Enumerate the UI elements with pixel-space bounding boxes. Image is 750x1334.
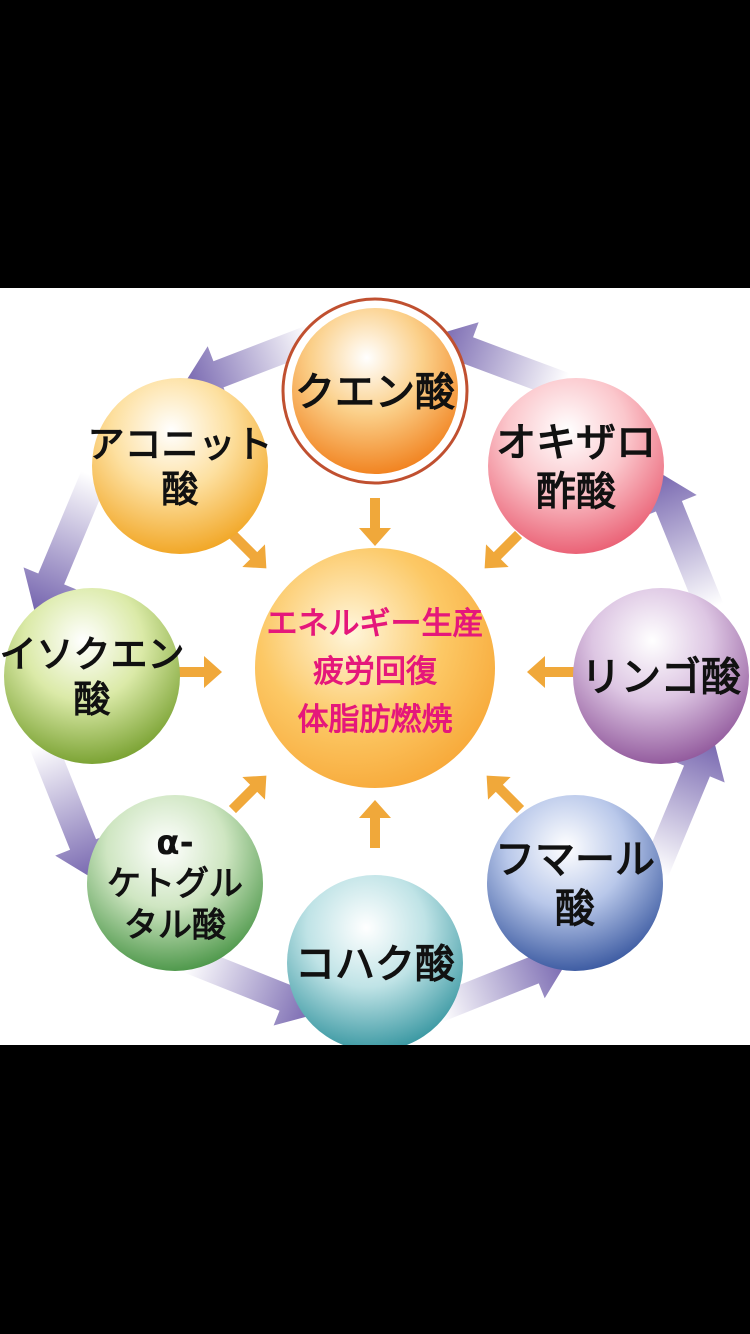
center-line-3: 体脂肪燃焼 — [298, 702, 453, 738]
inner-arrow — [228, 775, 267, 814]
node-citric: クエン酸 — [281, 297, 469, 485]
cycle-arrow — [430, 322, 570, 400]
node-circle — [292, 308, 458, 474]
node-circle — [287, 875, 463, 1045]
center-line-2: 疲労回復 — [313, 654, 438, 690]
node-label: α- — [156, 823, 193, 863]
node-label: ケトグル — [107, 864, 243, 904]
acid-nodes: クエン酸オキザロ酢酸リンゴ酸フマール酸コハク酸α-ケトグルタル酸イソクエン酸アコ… — [0, 297, 749, 1045]
node-label: 酸 — [555, 886, 596, 932]
node-label: 酸 — [74, 678, 112, 721]
cycle-arrow — [29, 738, 111, 882]
inner-arrow — [174, 656, 222, 688]
node-label: リンゴ酸 — [581, 654, 742, 700]
node-malic: リンゴ酸 — [573, 588, 749, 764]
center-line-1: エネルギー生産 — [267, 606, 484, 642]
inner-arrow — [484, 530, 523, 569]
inner-arrow — [359, 800, 391, 848]
inner-arrow — [527, 656, 575, 688]
node-label: フマール — [495, 837, 655, 883]
inner-arrow — [359, 498, 391, 546]
node-succinic: コハク酸 — [287, 875, 463, 1045]
node-circle — [92, 378, 268, 554]
node-circle — [4, 588, 180, 764]
diagram-panel: エネルギー生産 疲労回復 体脂肪燃焼 クエン酸オキザロ酢酸リンゴ酸フマール酸コハ… — [0, 288, 750, 1045]
node-circle — [87, 795, 263, 971]
node-label: イソクエン — [0, 633, 185, 676]
node-label: タル酸 — [124, 906, 227, 946]
cycle-arrow — [23, 470, 108, 616]
cycle-arrow — [432, 942, 571, 1022]
node-circle — [487, 795, 663, 971]
tca-cycle-diagram: エネルギー生産 疲労回復 体脂肪燃焼 クエン酸オキザロ酢酸リンゴ酸フマール酸コハ… — [0, 297, 749, 1045]
cycle-arrow — [181, 325, 317, 403]
node-label: オキザロ — [496, 420, 656, 466]
inner-arrow — [486, 775, 525, 814]
inner-arrow — [228, 530, 267, 569]
center-node: エネルギー生産 疲労回復 体脂肪燃焼 — [255, 548, 495, 788]
cycle-arrows — [23, 322, 725, 1026]
cycle-arrow — [183, 946, 322, 1026]
node-label: コハク酸 — [295, 941, 456, 987]
node-label: アコニット — [88, 423, 273, 466]
center-circle — [255, 548, 495, 788]
node-label: 酸 — [162, 468, 200, 511]
inner-arrows — [174, 498, 575, 848]
cycle-arrow — [641, 469, 724, 614]
node-label: クエン酸 — [295, 369, 456, 415]
node-circle — [488, 378, 664, 554]
node-label: 酢酸 — [536, 469, 617, 515]
node-circle — [573, 588, 749, 764]
cycle-arrow — [642, 734, 725, 878]
